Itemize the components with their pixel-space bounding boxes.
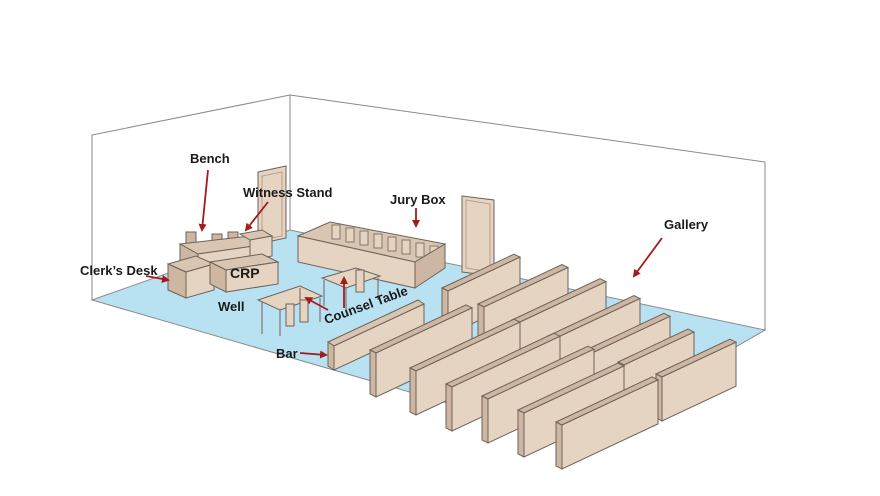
label-arrows <box>145 169 663 359</box>
crp-desk <box>208 253 280 293</box>
gallery-benches <box>368 253 738 470</box>
arrow-bar <box>299 350 328 359</box>
gallery-bench <box>654 338 738 422</box>
counsel-table-left <box>256 285 324 336</box>
arrow-gallery <box>632 237 663 278</box>
label-bench: Bench <box>190 151 230 166</box>
gallery-bench <box>408 318 522 416</box>
label-jury-box: Jury Box <box>390 192 446 207</box>
label-clerks-desk: Clerk’s Desk <box>80 263 158 278</box>
label-gallery: Gallery <box>664 217 709 232</box>
side-door <box>461 195 495 277</box>
arrow-clerks-desk <box>145 274 170 283</box>
counsel-table-right <box>320 267 382 312</box>
label-witness-stand: Witness Stand <box>243 185 333 200</box>
label-bar: Bar <box>276 346 298 361</box>
label-well: Well <box>218 299 245 314</box>
arrow-witness-stand <box>244 201 269 232</box>
bar-rail <box>326 299 426 371</box>
clerks-desk <box>166 255 216 299</box>
gallery-bench <box>554 376 660 470</box>
arrow-counsel-table-left <box>304 297 329 311</box>
back-door <box>257 165 287 245</box>
gallery-bench <box>444 332 562 432</box>
label-crp: CRP <box>230 265 260 281</box>
arrow-bench <box>198 169 209 232</box>
jury-box <box>296 221 447 289</box>
witness-stand <box>238 229 274 261</box>
